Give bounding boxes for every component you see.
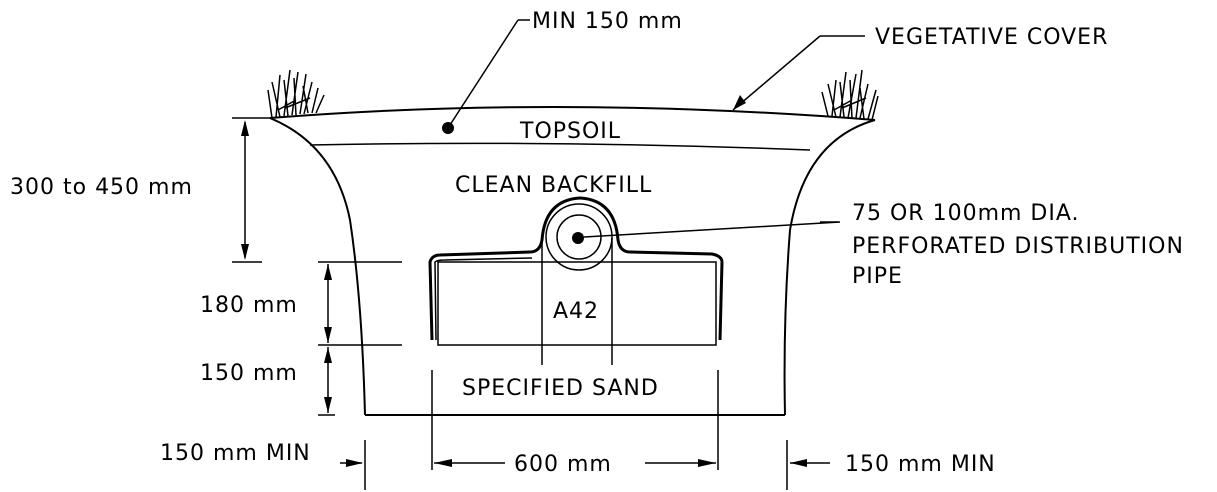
height-arrow-bottom	[324, 327, 332, 343]
trench-right-wall	[783, 119, 876, 416]
depth-cover-label: 300 to 450 mm	[10, 175, 193, 200]
width-arrow-left	[434, 459, 452, 467]
chamber-model-label: A42	[553, 299, 599, 324]
chamber-body	[437, 261, 717, 346]
depth-arrow-bottom	[241, 244, 249, 260]
sand-depth-label: 150 mm	[200, 361, 298, 386]
vegetative-cover-label: VEGETATIVE COVER	[875, 25, 1108, 50]
sand-arrow-bottom	[324, 397, 332, 413]
pipe-label-line1: 75 OR 100mm DIA.	[852, 201, 1080, 226]
chamber-inner-outline	[434, 257, 533, 341]
chamber-outline	[428, 196, 724, 341]
side-min-left-label: 150 mm MIN	[160, 441, 311, 466]
side-min-right-label: 150 mm MIN	[845, 452, 996, 477]
trench-left-wall	[269, 117, 366, 416]
ground-surface-line	[269, 105, 876, 121]
chamber-width-label: 600 mm	[514, 452, 612, 477]
pipe-label-line3: PIPE	[852, 264, 903, 289]
specified-sand-label: SPECIFIED SAND	[462, 376, 659, 401]
topsoil-label: TOPSOIL	[519, 119, 621, 144]
pipe-label-line2: PERFORATED DISTRIBUTION	[852, 234, 1184, 259]
height-arrow-top	[324, 264, 332, 280]
vegetative-cover-arrowhead	[733, 95, 746, 110]
sand-arrow-top	[324, 347, 332, 363]
distribution-pipe-center-dot	[572, 232, 584, 244]
distribution-pipe-inner	[556, 214, 602, 260]
chamber-height-label: 180 mm	[200, 293, 298, 318]
pipe-leader-line	[583, 221, 841, 238]
side-left-arrow	[346, 459, 363, 467]
width-arrow-right	[698, 459, 716, 467]
grass-tuft-left-icon	[267, 69, 325, 119]
topsoil-bottom-line	[309, 142, 811, 151]
depth-arrow-top	[241, 120, 249, 136]
distribution-pipe-outer	[545, 203, 613, 271]
clean-backfill-label: CLEAN BACKFILL	[455, 173, 652, 198]
min-cover-leader	[447, 19, 519, 129]
grass-tuft-right-icon	[821, 69, 879, 121]
min-cover-label: MIN 150 mm	[532, 9, 683, 34]
side-right-arrow	[790, 459, 807, 467]
vegetative-cover-leader	[732, 35, 821, 111]
